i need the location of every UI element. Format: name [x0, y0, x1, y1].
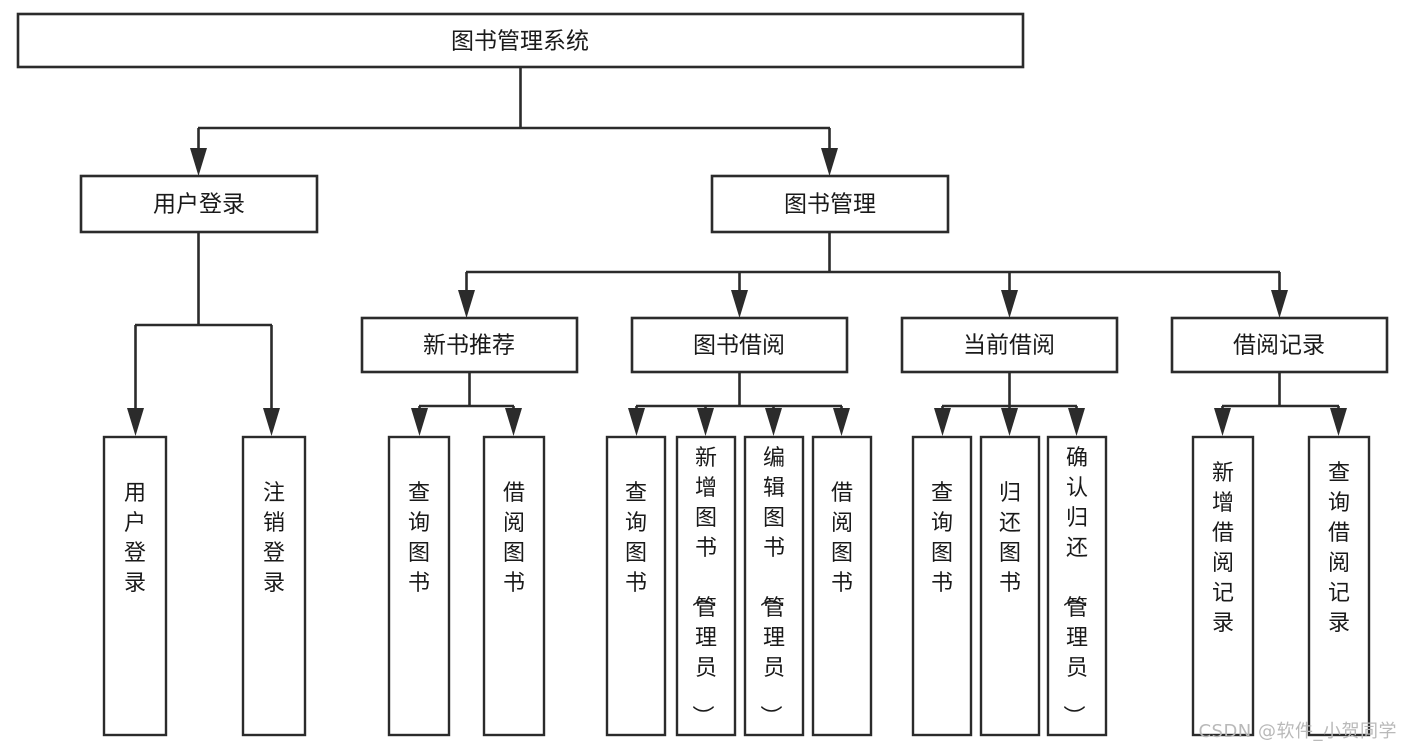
node-user-login-box[interactable]: [79, 174, 319, 234]
leaf-edit-book-box[interactable]: [743, 435, 805, 737]
leaf-query-book-3[interactable]: 查询图书: [911, 435, 973, 737]
leaf-add-book-label: 新增图书（管理员）: [689, 446, 717, 727]
arrow-head-new-book-recommend: [458, 290, 475, 318]
leaf-query-record[interactable]: 查询借阅记录: [1307, 435, 1371, 737]
leaf-confirm-return-box[interactable]: [1046, 435, 1108, 737]
leaf-confirm-return[interactable]: 确认归还（管理员）: [1046, 435, 1108, 737]
leaf-add-record-box[interactable]: [1191, 435, 1255, 737]
leaf-edit-book[interactable]: 编辑图书（管理员）: [743, 435, 805, 737]
leaf-query-book-3-box[interactable]: [911, 435, 973, 737]
node-root-box[interactable]: [16, 12, 1025, 69]
leaf-add-book[interactable]: 新增图书（管理员）: [675, 435, 737, 737]
arrow-head-leaf-edit-book: [765, 408, 782, 436]
arrow-head-leaf-add-record: [1214, 408, 1231, 436]
connector-group-current-borrow: [934, 372, 1085, 436]
leaf-borrow-book-1-box[interactable]: [482, 435, 546, 737]
node-user-login[interactable]: 用户登录: [79, 174, 319, 234]
node-borrow-record-label: 借阅记录: [1233, 333, 1325, 359]
leaf-borrow-book-2[interactable]: 借阅图书: [811, 435, 873, 737]
leaf-query-book-2-box[interactable]: [605, 435, 667, 737]
node-book-management[interactable]: 图书管理: [710, 174, 950, 234]
connector-group-book-management: [458, 232, 1288, 318]
node-new-book-recommend-box[interactable]: [360, 316, 579, 374]
node-book-borrow-box[interactable]: [630, 316, 849, 374]
node-current-borrow-box[interactable]: [900, 316, 1119, 374]
connector-group-borrow-record: [1214, 372, 1347, 436]
arrow-head-leaf-borrow-book-2: [833, 408, 850, 436]
leaf-query-book-1-label: 查询图书: [408, 481, 430, 596]
node-user-login-label: 用户登录: [153, 192, 245, 218]
leaf-add-book-box[interactable]: [675, 435, 737, 737]
node-book-borrow-label: 图书借阅: [693, 333, 785, 359]
arrow-head-leaf-borrow-book-1: [505, 408, 522, 436]
arrow-head-leaf-logout: [263, 408, 280, 436]
connector-group-book-borrow: [628, 372, 850, 436]
arrow-head-leaf-confirm-return: [1068, 408, 1085, 436]
node-root-label: 图书管理系统: [451, 29, 589, 55]
leaf-query-book-1-box[interactable]: [387, 435, 451, 737]
node-book-management-box[interactable]: [710, 174, 950, 234]
connector-group-root: [190, 67, 838, 176]
node-new-book-recommend-label: 新书推荐: [423, 333, 515, 359]
node-book-borrow[interactable]: 图书借阅: [630, 316, 849, 374]
arrow-head-leaf-return-book: [1001, 408, 1018, 436]
arrow-head-book-borrow: [731, 290, 748, 318]
leaf-query-record-label: 查询借阅记录: [1328, 461, 1350, 636]
leaf-logout-box[interactable]: [241, 435, 307, 737]
leaf-borrow-book-1-label: 借阅图书: [503, 481, 525, 596]
arrow-head-current-borrow: [1001, 290, 1018, 318]
leaf-query-book-2-label: 查询图书: [625, 481, 647, 596]
node-borrow-record[interactable]: 借阅记录: [1170, 316, 1389, 374]
connector-group-new-book-recommend: [411, 372, 522, 436]
arrow-head-leaf-query-book-3: [934, 408, 951, 436]
leaf-borrow-book-1[interactable]: 借阅图书: [482, 435, 546, 737]
leaf-query-book-2[interactable]: 查询图书: [605, 435, 667, 737]
leaf-return-book-label: 归还图书: [999, 481, 1021, 596]
arrow-head-user-login: [190, 148, 207, 176]
node-current-borrow-label: 当前借阅: [963, 333, 1055, 359]
arrow-head-book-management: [821, 148, 838, 176]
node-root[interactable]: 图书管理系统: [16, 12, 1025, 69]
leaf-borrow-book-2-box[interactable]: [811, 435, 873, 737]
leaf-query-book-1[interactable]: 查询图书: [387, 435, 451, 737]
leaf-query-book-3-label: 查询图书: [931, 481, 953, 596]
leaf-borrow-book-2-label: 借阅图书: [831, 481, 853, 596]
arrow-head-leaf-query-book-1: [411, 408, 428, 436]
leaf-logout-label: 注销登录: [263, 481, 285, 596]
arrow-head-leaf-user-login: [127, 408, 144, 436]
leaf-user-login-box[interactable]: [102, 435, 168, 737]
leaf-user-login[interactable]: 用户登录: [102, 435, 168, 737]
leaf-add-record[interactable]: 新增借阅记录: [1191, 435, 1255, 737]
connector-group-user-login: [127, 232, 280, 436]
leaf-user-login-label: 用户登录: [124, 481, 146, 596]
arrow-head-leaf-query-record: [1330, 408, 1347, 436]
node-new-book-recommend[interactable]: 新书推荐: [360, 316, 579, 374]
leaf-add-record-label: 新增借阅记录: [1212, 461, 1234, 636]
leaf-edit-book-label: 编辑图书（管理员）: [757, 446, 785, 727]
leaf-query-record-box[interactable]: [1307, 435, 1371, 737]
node-current-borrow[interactable]: 当前借阅: [900, 316, 1119, 374]
arrow-head-leaf-add-book: [697, 408, 714, 436]
leaf-return-book-box[interactable]: [979, 435, 1041, 737]
leaf-logout[interactable]: 注销登录: [241, 435, 307, 737]
arrow-head-borrow-record: [1271, 290, 1288, 318]
leaf-return-book[interactable]: 归还图书: [979, 435, 1041, 737]
node-borrow-record-box[interactable]: [1170, 316, 1389, 374]
arrow-head-leaf-query-book-2: [628, 408, 645, 436]
node-book-management-label: 图书管理: [784, 192, 876, 218]
leaf-confirm-return-label: 确认归还（管理员）: [1060, 446, 1088, 727]
